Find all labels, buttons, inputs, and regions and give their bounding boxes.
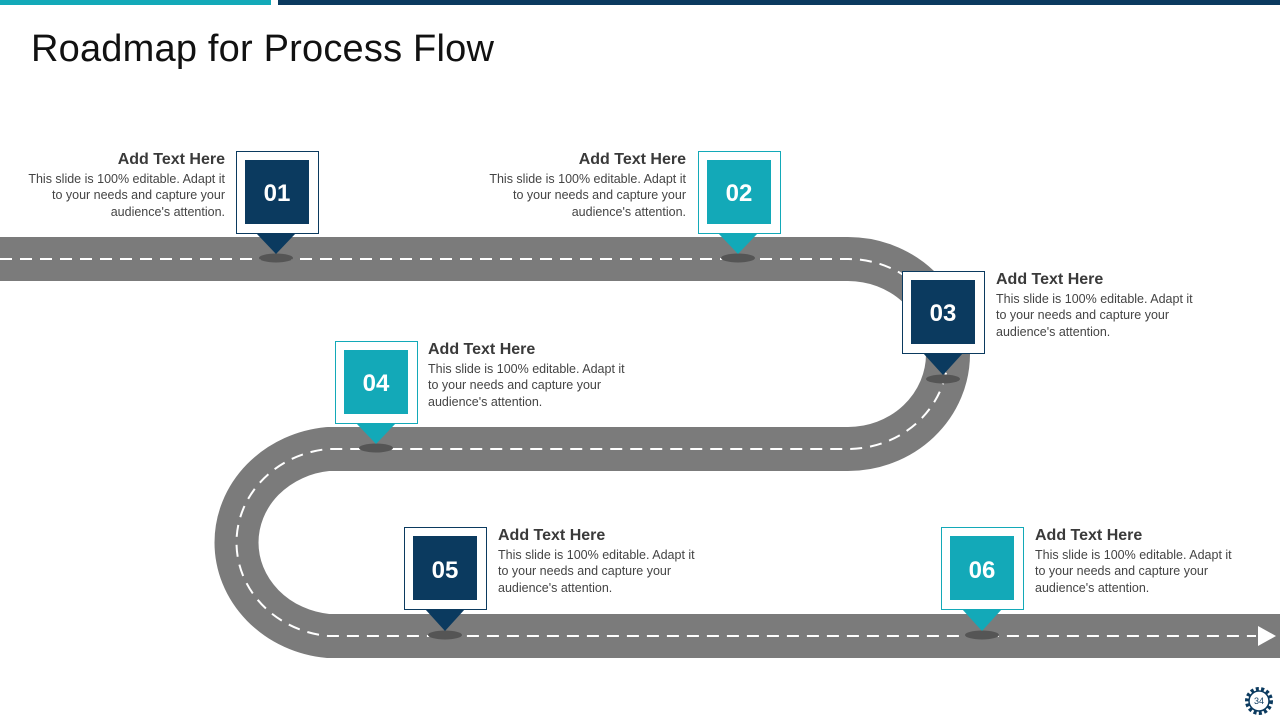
marker-04: 04 xyxy=(335,341,418,453)
marker-05: 05 xyxy=(404,527,487,640)
top-accent-bar-navy xyxy=(278,0,1280,5)
marker-06: 06 xyxy=(941,527,1024,640)
step-heading: Add Text Here xyxy=(117,151,225,168)
marker-01: 01 xyxy=(236,151,319,263)
step-text-05: Add Text Here This slide is 100% editabl… xyxy=(498,527,703,596)
gear-icon xyxy=(1245,687,1273,715)
step-number-03: 03 xyxy=(930,300,957,327)
step-heading: Add Text Here xyxy=(996,271,1104,288)
step-number-01: 01 xyxy=(264,180,291,207)
step-heading: Add Text Here xyxy=(578,151,686,168)
step-heading: Add Text Here xyxy=(1035,527,1143,544)
marker-03: 03 xyxy=(902,271,985,384)
step-text-04: Add Text Here This slide is 100% editabl… xyxy=(428,341,633,410)
slide-title: Roadmap for Process Flow xyxy=(31,28,495,70)
step-description: This slide is 100% editable. Adapt it to… xyxy=(498,548,695,595)
step-text-01: Add Text Here This slide is 100% editabl… xyxy=(20,151,225,220)
page-number: 34 xyxy=(1253,696,1265,706)
step-number-06: 06 xyxy=(969,557,996,584)
step-description: This slide is 100% editable. Adapt it to… xyxy=(996,292,1193,339)
marker-02: 02 xyxy=(698,151,781,263)
step-text-02: Add Text Here This slide is 100% editabl… xyxy=(481,151,686,220)
step-number-05: 05 xyxy=(432,557,459,584)
step-number-02: 02 xyxy=(726,180,753,207)
step-text-03: Add Text Here This slide is 100% editabl… xyxy=(996,271,1201,340)
step-description: This slide is 100% editable. Adapt it to… xyxy=(1035,548,1232,595)
step-heading: Add Text Here xyxy=(498,527,606,544)
top-accent-bar-teal xyxy=(0,0,271,5)
step-description: This slide is 100% editable. Adapt it to… xyxy=(428,362,625,409)
step-heading: Add Text Here xyxy=(428,341,536,358)
step-description: This slide is 100% editable. Adapt it to… xyxy=(489,172,686,219)
step-text-06: Add Text Here This slide is 100% editabl… xyxy=(1035,527,1240,596)
step-description: This slide is 100% editable. Adapt it to… xyxy=(28,172,225,219)
step-number-04: 04 xyxy=(363,370,390,397)
road-arrow-icon xyxy=(1258,626,1276,646)
